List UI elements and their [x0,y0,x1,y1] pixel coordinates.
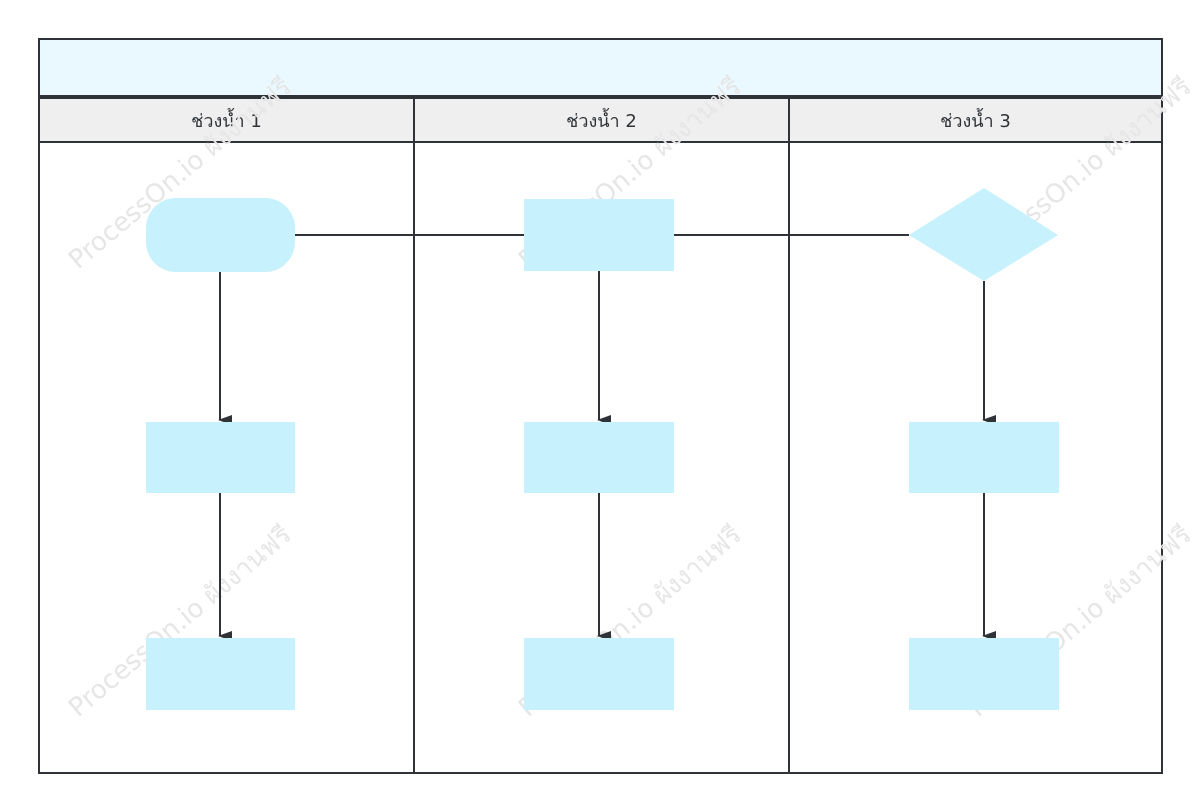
process-box-lane1-bottom[interactable] [146,638,295,710]
lane-2-label: ช่วงน้ำ 2 [566,110,637,132]
process-box-lane3-middle[interactable] [909,422,1059,493]
lane-3-label: ช่วงน้ำ 3 [940,110,1011,132]
decision-diamond[interactable] [909,188,1058,281]
lane-1-header: ช่วงน้ำ 1 [38,97,415,143]
pool-title-bar [38,38,1163,97]
process-box-lane1-middle[interactable] [146,422,295,493]
lane-3-body [788,141,1163,774]
lane-1-label: ช่วงน้ำ 1 [191,110,262,132]
process-box-lane2-middle[interactable] [524,422,674,493]
watermark-layer: ProcessOn.io ผังงานฟรี ProcessOn.io ผังง… [63,72,1197,723]
process-box-lane3-bottom[interactable] [909,638,1059,710]
terminator-shape[interactable] [146,198,295,272]
process-box-lane2-bottom[interactable] [524,638,674,710]
process-box-lane2-top[interactable] [524,199,674,271]
